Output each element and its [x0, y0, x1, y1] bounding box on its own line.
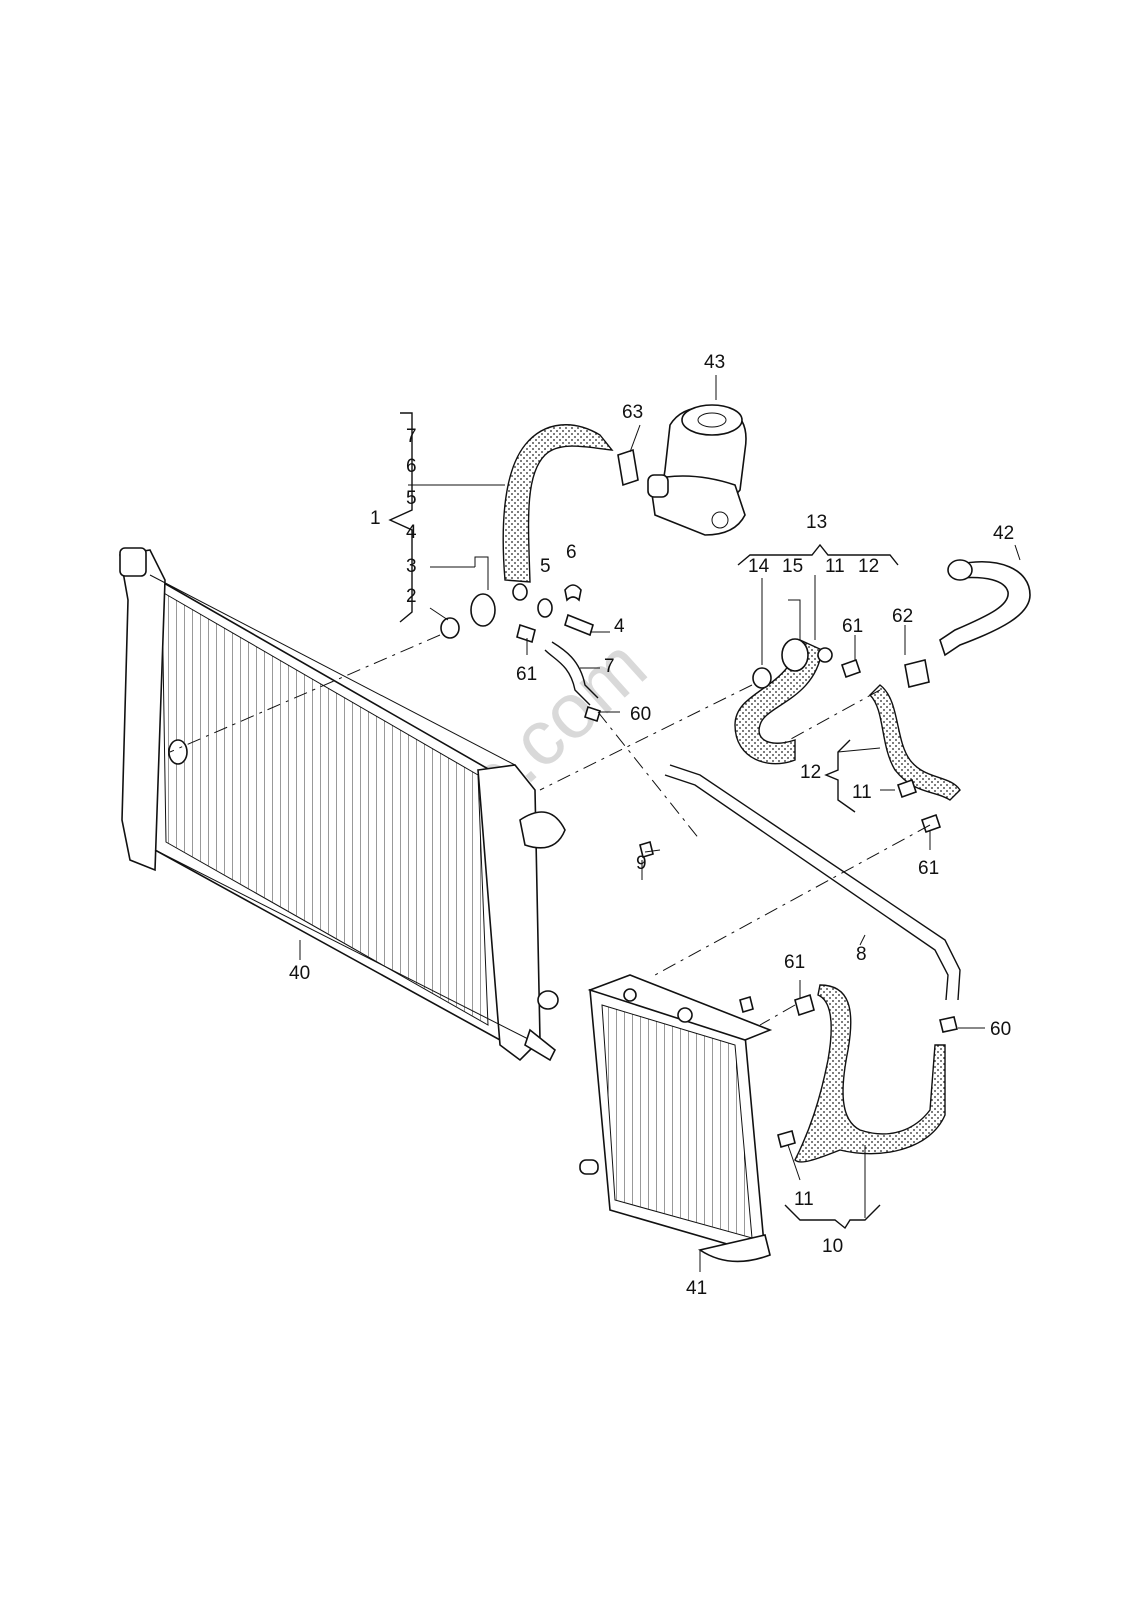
label-15: 15 — [782, 556, 803, 577]
auxiliary-radiator — [579, 974, 773, 1263]
label-5: 5 — [406, 488, 417, 509]
label-1: 1 — [370, 508, 381, 529]
label-5-right: 5 — [540, 556, 551, 577]
label-62: 62 — [892, 606, 913, 627]
label-11-bottom: 11 — [794, 1189, 814, 1210]
label-6: 6 — [406, 456, 417, 477]
label-7: 7 — [406, 426, 417, 447]
label-6-right: 6 — [566, 542, 577, 563]
label-12-top: 12 — [858, 556, 879, 577]
hose-clamps — [440, 448, 958, 1148]
label-61-b: 61 — [842, 616, 863, 637]
label-60-b: 60 — [990, 1019, 1011, 1040]
label-61-a: 61 — [516, 664, 537, 685]
label-60-a: 60 — [630, 704, 651, 725]
label-2: 2 — [406, 586, 417, 607]
label-14: 14 — [748, 556, 770, 577]
label-61-c: 61 — [918, 858, 939, 879]
oil-filter-housing — [647, 404, 747, 536]
pipe-section — [544, 641, 599, 706]
heater-hose-right — [869, 684, 961, 801]
label-42: 42 — [993, 523, 1014, 544]
alignment-lines — [169, 634, 931, 1026]
part-labels: 1 7 6 5 4 3 2 63 43 5 6 4 7 61 60 13 14 … — [289, 352, 1014, 1299]
label-63: 63 — [622, 402, 643, 423]
heater-hose-left — [734, 638, 823, 765]
label-10: 10 — [822, 1236, 843, 1257]
label-7-right: 7 — [604, 656, 615, 677]
label-8: 8 — [856, 944, 867, 965]
label-11-top: 11 — [825, 556, 845, 577]
label-41: 41 — [686, 1278, 707, 1299]
label-4-right: 4 — [614, 616, 625, 637]
coolant-pipe — [664, 764, 961, 1001]
label-3: 3 — [406, 556, 417, 577]
aux-radiator-hose — [794, 984, 946, 1163]
label-12-mid: 12 — [800, 762, 821, 783]
label-40: 40 — [289, 963, 310, 984]
label-9: 9 — [636, 853, 647, 874]
leader-lines — [299, 375, 1021, 1272]
label-11-mid: 11 — [852, 782, 872, 803]
label-4: 4 — [406, 522, 417, 543]
label-43: 43 — [704, 352, 725, 373]
label-13: 13 — [806, 512, 827, 533]
hose-upper-right — [939, 561, 1031, 657]
upper-coolant-hose — [502, 424, 614, 583]
label-61-d: 61 — [784, 952, 805, 973]
main-radiator — [119, 547, 566, 1062]
